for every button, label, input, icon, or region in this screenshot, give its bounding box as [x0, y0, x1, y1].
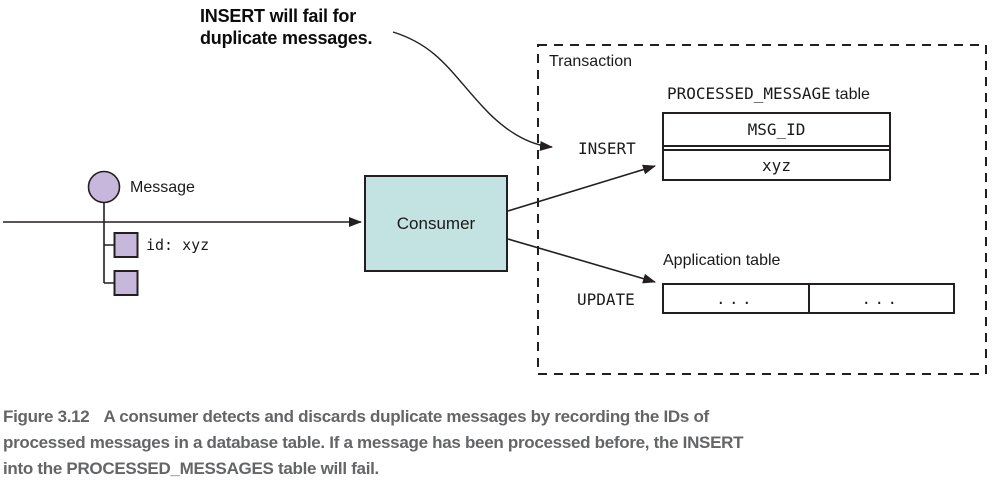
annotation-line-2: duplicate messages. — [200, 28, 373, 48]
application-table-title: Application table — [663, 252, 781, 269]
processed-message-table-row: xyz — [664, 149, 889, 179]
processed-message-table-header: MSG_ID — [664, 114, 889, 147]
processed-message-table-word: table — [835, 86, 870, 103]
application-table: ... ... — [662, 283, 955, 314]
caption-line: into the PROCESSED_MESSAGES table will f… — [3, 459, 379, 478]
annotation-line-1: INSERT will fail for — [200, 6, 357, 26]
message-attribute-icon — [113, 270, 139, 296]
application-table-cell: ... — [664, 285, 810, 312]
application-table-cell: ... — [861, 289, 901, 308]
insert-operation-label: INSERT — [578, 139, 636, 158]
insert-arrow — [507, 164, 656, 212]
transaction-label: Transaction — [549, 53, 632, 70]
processed-message-table-name: PROCESSED_MESSAGE — [667, 84, 831, 103]
message-label: Message — [130, 179, 195, 196]
message-attribute-stem — [103, 202, 114, 284]
message-id-label: id: xyz — [146, 236, 210, 254]
update-operation-label: UPDATE — [577, 290, 635, 309]
annotation-note: INSERT will fail for duplicate messages. — [200, 5, 372, 49]
annotation-callout-arrow — [392, 31, 553, 151]
caption-line: processed messages in a database table. … — [3, 433, 744, 452]
consumer-box: Consumer — [364, 175, 508, 272]
figure-number: Figure 3.12 — [3, 407, 90, 426]
message-attribute-icon — [113, 232, 139, 258]
processed-message-table: MSG_ID xyz — [662, 112, 891, 181]
figure-caption: Figure 3.12 A consumer detects and discar… — [3, 404, 744, 482]
caption-text: A consumer detects and discards duplicat… — [103, 407, 709, 426]
processed-message-table-title: PROCESSED_MESSAGE table — [667, 84, 870, 104]
caption-line: Figure 3.12 A consumer detects and discar… — [3, 404, 743, 430]
transaction-boundary-box — [537, 44, 987, 375]
consumer-label: Consumer — [396, 213, 476, 233]
update-arrow — [507, 238, 656, 284]
message-icon — [87, 170, 121, 204]
